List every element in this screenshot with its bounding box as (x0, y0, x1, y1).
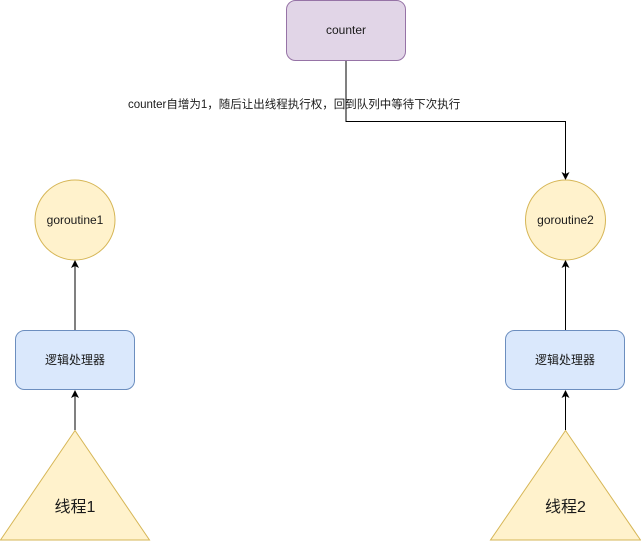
goroutine2-label: goroutine2 (537, 213, 594, 227)
goroutine1-label: goroutine1 (47, 213, 104, 227)
edge-label-bg (126, 96, 476, 112)
counter-label: counter (326, 23, 366, 37)
processor1-label: 逻辑处理器 (45, 353, 105, 367)
goroutine2-node[interactable]: goroutine2 (525, 179, 606, 261)
edge-label: counter自增为1，随后让出线程执行权，回到队列中等待下次执行 (128, 97, 460, 111)
processor1-node[interactable]: 逻辑处理器 (15, 330, 135, 390)
counter-box (286, 0, 406, 61)
thread2-label: 线程2 (545, 498, 586, 516)
goroutine1-node[interactable]: goroutine1 (34, 179, 116, 261)
counter-node[interactable]: counter (286, 0, 406, 61)
edge-counter-to-goroutine2[interactable]: counter自增为1，随后让出线程执行权，回到队列中等待下次执行 (126, 61, 570, 180)
processor2-label: 逻辑处理器 (535, 353, 595, 367)
processor2-box (505, 330, 625, 390)
thread2-triangle (489, 429, 641, 541)
thread1-node[interactable]: 线程1 (0, 429, 151, 541)
edge-line (345, 61, 570, 180)
thread2-node[interactable]: 线程2 (489, 429, 641, 541)
processor2-node[interactable]: 逻辑处理器 (505, 330, 625, 390)
processor1-box (15, 330, 135, 390)
thread1-label: 线程1 (55, 498, 96, 516)
thread1-triangle (0, 429, 151, 541)
